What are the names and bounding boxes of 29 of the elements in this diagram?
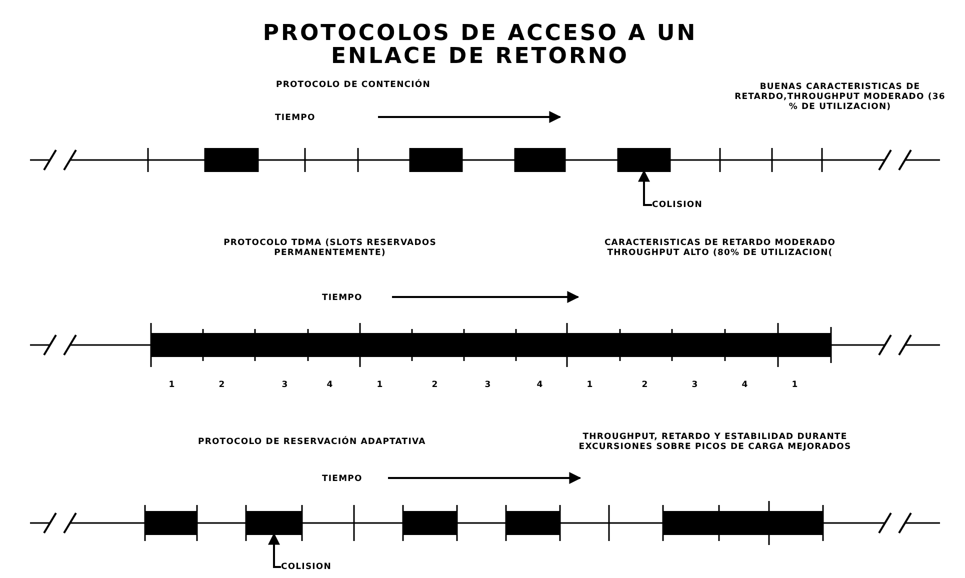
characteristics-note: CARACTERISTICAS DE RETARDO MODERADO THROUGHPUT ALTO (80% DE UTILIZACION( — [603, 238, 837, 258]
slot-number: 1 — [376, 380, 384, 390]
slot-number: 1 — [168, 380, 176, 390]
protocol-heading: PROTOCOLO TDMA (SLOTS RESERVADOS PERMANENTEMENTE) — [222, 238, 438, 258]
leader-arrow — [268, 532, 281, 568]
slot-number: 2 — [432, 380, 438, 390]
collision-label: COLISION — [652, 200, 702, 210]
slot-number: 2 — [642, 380, 648, 390]
slot-number: 2 — [218, 380, 226, 390]
protocol-heading: PROTOCOLO DE CONTENCIÓN — [276, 80, 430, 90]
collision-label: COLISION — [281, 562, 332, 572]
time-label: TIEMPO — [322, 293, 362, 303]
slot-number: 4 — [326, 380, 334, 390]
slot-number: 3 — [484, 380, 492, 390]
slot-number: 1 — [792, 380, 798, 390]
slot-number: 3 — [282, 380, 288, 390]
slot-number: 1 — [586, 380, 594, 390]
slot-block — [618, 148, 670, 172]
leader-arrow — [638, 170, 652, 206]
slot-number: 3 — [692, 380, 698, 390]
slot-number: 4 — [742, 380, 748, 390]
slot-block — [246, 511, 302, 535]
slot-number: 4 — [536, 380, 544, 390]
protocol-heading: PROTOCOLO DE RESERVACIÓN ADAPTATIVA — [198, 437, 426, 447]
time-label: TIEMPO — [322, 474, 362, 484]
characteristics-note: THROUGHPUT, RETARDO Y ESTABILIDAD DURANTE EXCURSIONES SOBRE PICOS DE CARGA MEJORADOS — [578, 432, 852, 452]
diagram-title: PROTOCOLOS DE ACCESO A UN ENLACE DE RETORNO — [262, 22, 698, 68]
time-label: TIEMPO — [275, 113, 316, 123]
characteristics-note: BUENAS CARACTERISTICAS DE RETARDO,THROUGHPUT MODERADO (36 % DE UTILIZACION) — [734, 82, 946, 112]
